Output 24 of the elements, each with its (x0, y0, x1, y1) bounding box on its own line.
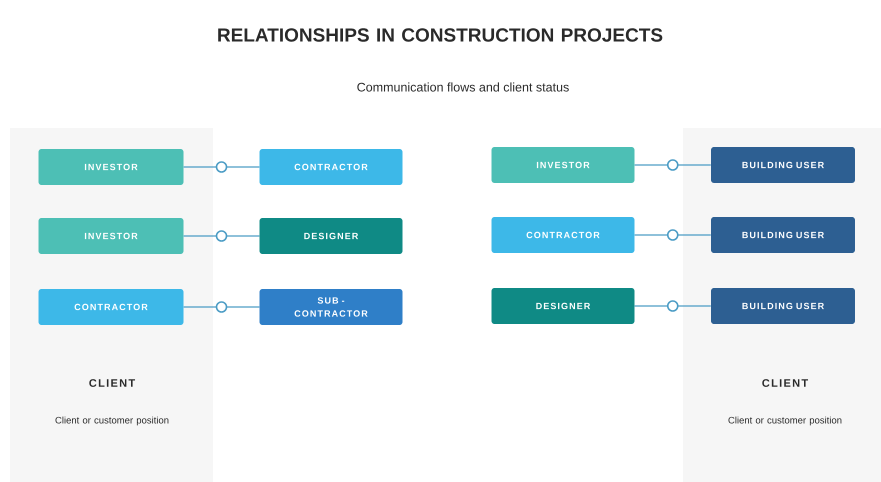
panel-heading: CLIENT (762, 379, 808, 387)
title: RELATIONSHIPS IN CONSTRUCTION PROJECTS (218, 28, 662, 42)
role-box: INVESTOR (492, 147, 634, 183)
panel-text: Client or customer position (55, 416, 168, 426)
connector (634, 229, 711, 241)
panel-text: Client or customer position (728, 416, 842, 426)
role-box: CONTRACTOR (260, 149, 402, 185)
connector (184, 161, 260, 173)
role-box: BUILDING USER (711, 288, 855, 324)
role-box: CONTRACTOR (492, 217, 634, 253)
role-box: SUB - CONTRACTOR (260, 289, 402, 325)
connector (634, 159, 711, 171)
subtitle: Communication flows and client status (357, 82, 569, 92)
role-box: DESIGNER (492, 288, 634, 324)
panel-heading: CLIENT (89, 379, 136, 387)
role-box: BUILDING USER (711, 147, 855, 183)
connector (184, 301, 260, 313)
role-box: INVESTOR (38, 218, 184, 254)
role-box: CONTRACTOR (38, 289, 184, 325)
connector (184, 230, 260, 242)
connector (634, 300, 711, 312)
role-box: BUILDING USER (711, 217, 855, 253)
role-box: INVESTOR (38, 149, 184, 185)
role-box: DESIGNER (260, 218, 402, 254)
